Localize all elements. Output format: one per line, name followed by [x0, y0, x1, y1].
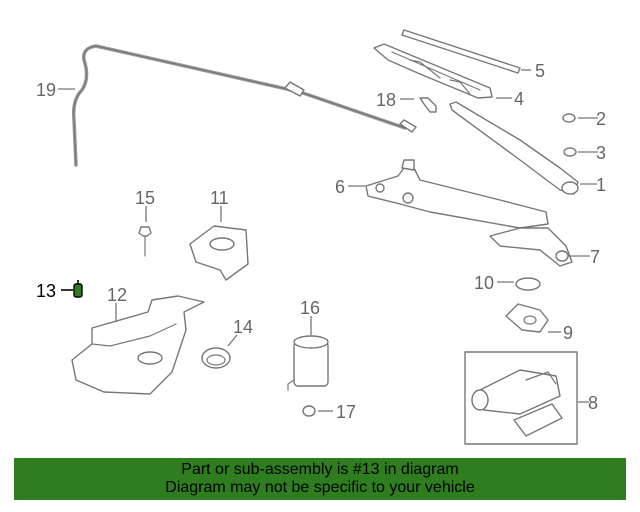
- callout-6[interactable]: 6: [335, 177, 345, 197]
- info-banner: Part or sub-assembly is #13 in diagram D…: [14, 458, 626, 500]
- callout-1[interactable]: 1: [596, 175, 606, 195]
- callout-17[interactable]: 17: [336, 402, 356, 422]
- callout-11[interactable]: 11: [210, 188, 229, 208]
- callout-13[interactable]: 13: [36, 281, 56, 301]
- callout-5[interactable]: 5: [535, 61, 545, 81]
- parts-diagram: 19 5 4 18 2 3 1 6 7 10 9 8 11 15 12 13 1…: [36, 29, 606, 445]
- callout-leaders: [58, 69, 598, 412]
- callout-9[interactable]: 9: [563, 323, 573, 343]
- part-8-wiper-motor[interactable]: [464, 351, 578, 445]
- callout-19[interactable]: 19: [36, 80, 56, 100]
- part-7-linkage-end[interactable]: [489, 227, 573, 267]
- part-16-washer-pump[interactable]: [287, 335, 329, 391]
- part-19-washer-hose[interactable]: [71, 44, 417, 167]
- part-3-nut[interactable]: [563, 147, 577, 157]
- callout-16[interactable]: 16: [300, 298, 320, 318]
- callout-2[interactable]: 2: [596, 109, 606, 129]
- part-9-bracket[interactable]: [505, 303, 549, 333]
- callout-15[interactable]: 15: [135, 188, 155, 208]
- callout-8[interactable]: 8: [588, 393, 598, 413]
- part-6-linkage[interactable]: [365, 159, 549, 229]
- part-15-bolt[interactable]: [138, 226, 152, 257]
- part-11-cover[interactable]: [189, 225, 249, 281]
- callout-4[interactable]: 4: [514, 89, 524, 109]
- part-5-wiper-blade[interactable]: [401, 29, 521, 74]
- callout-3[interactable]: 3: [596, 143, 606, 163]
- part-4-blade-assembly[interactable]: [373, 43, 493, 99]
- banner-line-2: Diagram may not be specific to your vehi…: [165, 479, 475, 496]
- part-17-grommet[interactable]: [302, 405, 316, 417]
- part-1-wiper-arm[interactable]: [449, 101, 579, 195]
- callout-10[interactable]: 10: [474, 273, 494, 293]
- callout-7[interactable]: 7: [590, 247, 600, 267]
- part-12-reservoir[interactable]: [71, 295, 205, 395]
- part-10-seal[interactable]: [515, 277, 541, 291]
- callout-12[interactable]: 12: [107, 285, 127, 305]
- callout-18[interactable]: 18: [376, 90, 396, 110]
- part-2-cap[interactable]: [562, 113, 576, 123]
- banner-line-1: Part or sub-assembly is #13 in diagram: [181, 461, 459, 478]
- callout-labels: 19 5 4 18 2 3 1 6 7 10 9 8 11 15 12 13 1…: [36, 61, 606, 422]
- part-14-pump-seal[interactable]: [201, 347, 231, 369]
- part-13-sensor[interactable]: [73, 280, 83, 298]
- callout-14[interactable]: 14: [233, 317, 253, 337]
- part-18-clip[interactable]: [419, 97, 437, 113]
